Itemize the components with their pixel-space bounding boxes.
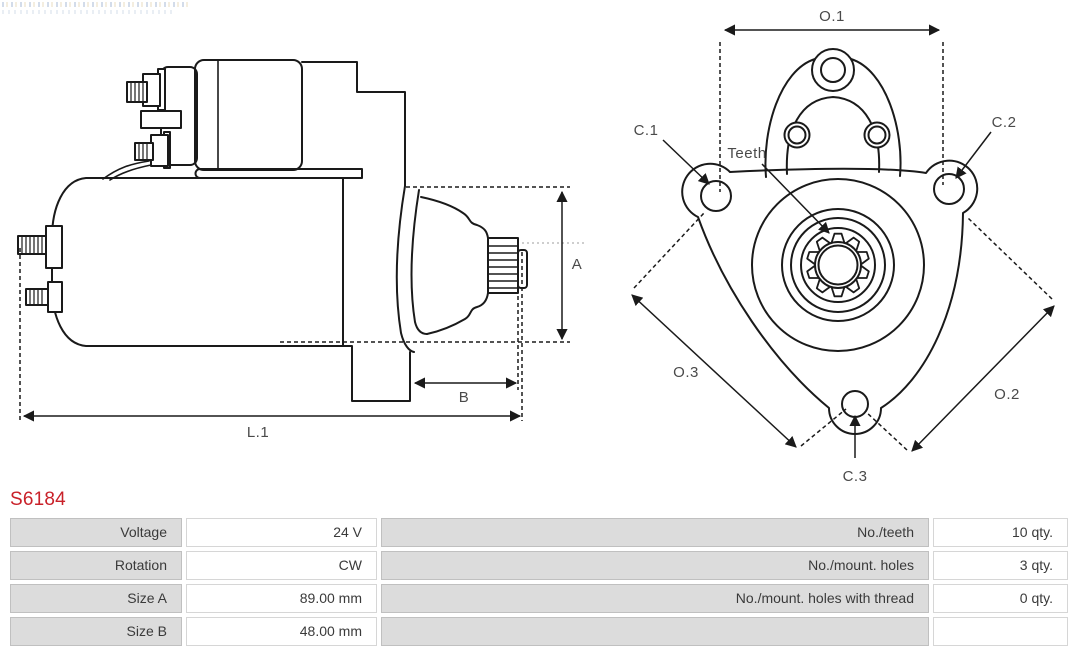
dim-label-c2: C.2 [992, 114, 1017, 131]
cable-wire [102, 160, 152, 181]
watermark-row [2, 10, 172, 14]
dim-label-teeth: Teeth [727, 145, 766, 162]
spec-label-cell: Size A [10, 584, 182, 613]
part-number: S6184 [10, 489, 66, 510]
bracket [301, 61, 406, 187]
spec-value-cell [933, 617, 1068, 646]
mount-strip [194, 168, 363, 179]
dim-label-a: A [572, 256, 583, 273]
dim-label-c1: C.1 [634, 122, 659, 139]
pinion-gear [487, 237, 519, 294]
spec-value-cell: 24 V [186, 518, 377, 547]
nose-cone [420, 196, 489, 239]
spec-label-cell: No./teeth [381, 518, 929, 547]
dim-label-o2: O.2 [994, 386, 1020, 403]
leader-c1 [662, 139, 710, 185]
spline-teeth [806, 232, 870, 298]
dim-label-b: B [459, 389, 470, 406]
spec-label-cell: No./mount. holes with thread [381, 584, 929, 613]
spec-label-cell: Rotation [10, 551, 182, 580]
rear-studs [17, 225, 63, 313]
top-boss [811, 48, 855, 92]
leader-c2 [955, 131, 992, 179]
side-view-dimensions [19, 186, 584, 422]
dim-label-c3: C.3 [843, 468, 868, 485]
spec-value-cell: 10 qty. [933, 518, 1068, 547]
watermark-row [2, 2, 190, 7]
mount-foot [342, 345, 411, 402]
spec-label-cell: Voltage [10, 518, 182, 547]
motor-body [51, 177, 344, 347]
dim-line-o2 [911, 305, 1055, 452]
mount-flange-outline [681, 159, 979, 435]
solenoid-body [194, 59, 303, 171]
dim-label-l1: L.1 [247, 424, 269, 441]
spec-label-cell: Size B [10, 617, 182, 646]
front-view-drawing [681, 48, 979, 435]
center-bore [751, 178, 925, 352]
spec-value-cell: 89.00 mm [186, 584, 377, 613]
dim-label-o1: O.1 [819, 8, 845, 25]
front-view-dimensions [631, 24, 1055, 458]
spec-table: Voltage 24 V No./teeth 10 qty. Rotation … [10, 518, 1068, 646]
side-view-drawing [17, 59, 528, 402]
spec-value-cell: 0 qty. [933, 584, 1068, 613]
spec-value-cell: 48.00 mm [186, 617, 377, 646]
dim-label-o3: O.3 [673, 364, 699, 381]
technical-drawing: L.1 B A [17, 8, 1055, 485]
bell-arch [764, 58, 902, 178]
mount-hole-c3 [841, 390, 869, 418]
spec-label-cell [381, 617, 929, 646]
mount-hole-c2 [933, 173, 965, 205]
watermark-strip [2, 2, 190, 17]
mount-hole-c1 [700, 180, 732, 212]
spec-value-cell: 3 qty. [933, 551, 1068, 580]
spec-value-cell: CW [186, 551, 377, 580]
leader-teeth [761, 163, 830, 234]
dim-line-o3 [631, 294, 797, 448]
spec-label-cell: No./mount. holes [381, 551, 929, 580]
